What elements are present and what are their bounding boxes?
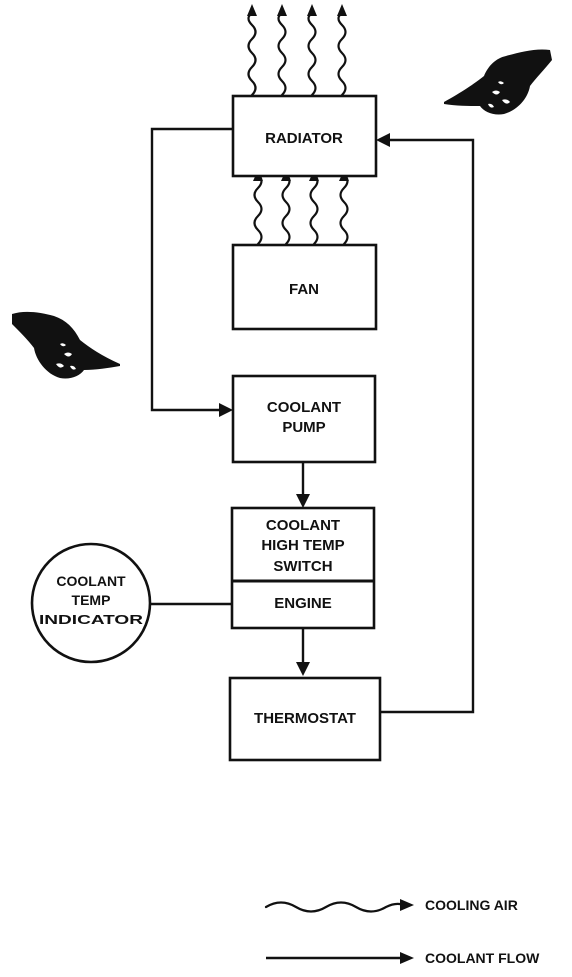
pointing-hand-icon <box>444 49 552 115</box>
radiator-to-pump-line <box>150 127 233 412</box>
temp-indicator-circle <box>30 542 152 664</box>
legend-wave-arrowhead <box>400 899 414 911</box>
thermostat-block: THERMOSTAT <box>228 676 382 762</box>
fan-box <box>231 243 378 331</box>
coolant-pump-box <box>231 374 377 464</box>
exhaust-arrowhead-2 <box>277 4 287 16</box>
radiator-box <box>231 94 378 178</box>
coolant-flow-lines <box>150 127 475 714</box>
thermostat-box <box>228 676 382 762</box>
switch-label-line-3: SWITCH <box>273 558 332 575</box>
legend: COOLING AIR COOLANT FLOW <box>264 897 540 966</box>
temp-indicator-label-line-1: COOLANT <box>56 573 126 589</box>
switch-label-line-2: HIGH TEMP <box>261 537 344 554</box>
fan-label: FAN <box>289 281 319 298</box>
engine-label: ENGINE <box>274 595 332 612</box>
engine-inlet-arrowhead <box>296 494 310 508</box>
fan-wave-1 <box>253 172 263 246</box>
exhaust-arrowhead-4 <box>337 4 347 16</box>
radiator-label: RADIATOR <box>265 130 343 147</box>
thermostat-label: THERMOSTAT <box>254 710 356 727</box>
legend-coolant-flow: COOLANT FLOW <box>266 950 540 966</box>
engine-block: COOLANT HIGH TEMP SWITCH ENGINE <box>230 506 376 630</box>
exhaust-wave-3 <box>307 11 317 97</box>
exhaust-wave-1 <box>247 11 257 97</box>
fan-wave-2 <box>281 172 291 246</box>
exhaust-air-waves <box>247 4 347 97</box>
pump-inlet-arrowhead <box>219 403 233 417</box>
coolant-pump-label-line-1: COOLANT <box>267 399 341 416</box>
temp-indicator-label-line-2: TEMP <box>72 592 111 608</box>
engine-box <box>230 506 376 630</box>
coolant-pump-label-line-2: PUMP <box>282 419 325 436</box>
exhaust-wave-4 <box>337 11 347 97</box>
exhaust-wave-2 <box>277 11 287 97</box>
fan-air-waves <box>253 170 349 246</box>
fan-wave-4 <box>339 172 349 246</box>
legend-flow-arrowhead <box>400 952 414 964</box>
fan-wave-3 <box>309 172 319 246</box>
thermostat-inlet-arrowhead <box>296 662 310 676</box>
temp-indicator-gauge: COOLANT TEMP INDICATOR <box>30 542 152 664</box>
legend-cooling-air-label: COOLING AIR <box>425 897 518 913</box>
thermostat-to-radiator-line <box>380 138 475 714</box>
switch-label-line-1: COOLANT <box>266 517 340 534</box>
radiator-block: RADIATOR <box>231 94 378 178</box>
coolant-pump-block: COOLANT PUMP <box>231 374 377 464</box>
radiator-inlet-arrowhead <box>376 133 390 147</box>
legend-wave-line <box>264 901 406 913</box>
legend-coolant-flow-label: COOLANT FLOW <box>425 950 540 966</box>
exhaust-arrowhead-1 <box>247 4 257 16</box>
exhaust-arrowhead-3 <box>307 4 317 16</box>
temp-indicator-label-line-3: INDICATOR <box>39 612 144 627</box>
pointing-hand-icon <box>12 311 120 379</box>
legend-cooling-air: COOLING AIR <box>264 897 518 913</box>
fan-block: FAN <box>231 243 378 331</box>
